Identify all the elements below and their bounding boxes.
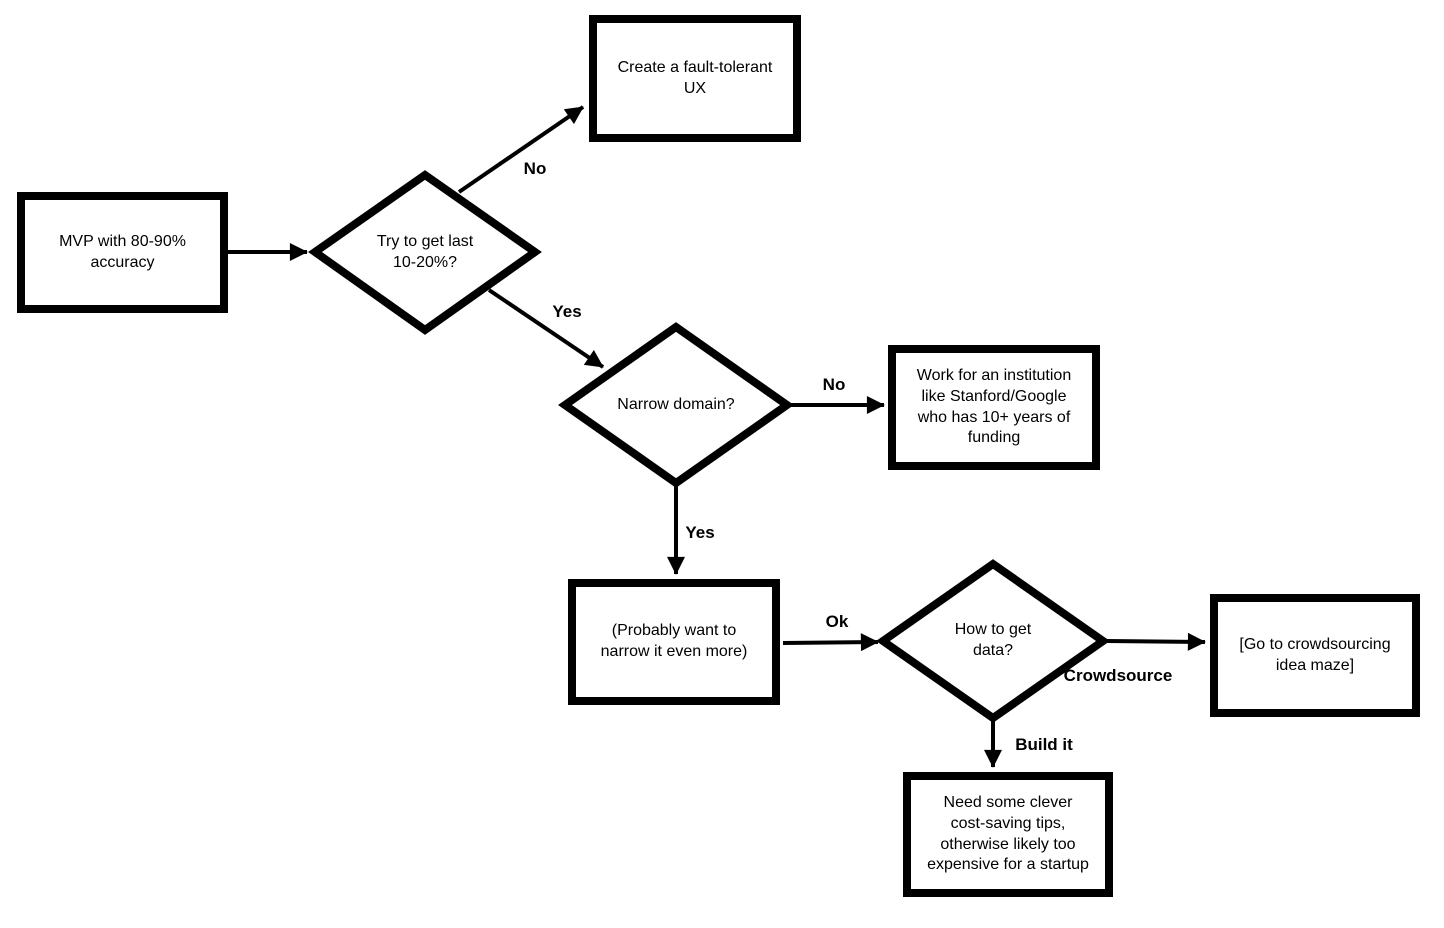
node-mvp-label: MVP with 80-90% accuracy: [59, 232, 186, 271]
edge-label-yes-narrow-more: Yes: [685, 523, 715, 542]
node-try-to-get-last-label: Try to get last 10-20%?: [376, 233, 474, 271]
node-narrow-domain-label: Narrow domain?: [617, 395, 735, 413]
node-fault-tolerant-ux-label: Create a fault-tolerant UX: [617, 58, 773, 97]
node-narrow-even-more: (Probably want to narrow it even more): [568, 579, 780, 705]
node-crowdsourcing-maze-label: [Go to crowdsourcing idea maze]: [1239, 635, 1391, 674]
node-how-to-get-data-label: How to get data?: [954, 621, 1032, 659]
decision-diamond-narrow-domain: [558, 322, 794, 488]
edge-label-yes-narrow-domain: Yes: [552, 302, 582, 321]
edge-label-build-it: Build it: [1015, 735, 1073, 754]
node-cost-saving-tips: Need some clever cost-saving tips, other…: [903, 772, 1113, 897]
decision-diamond-try-to-get-last: [308, 170, 542, 335]
decision-diamond-how-to-get-data: [876, 559, 1110, 723]
node-crowdsourcing-maze: [Go to crowdsourcing idea maze]: [1210, 594, 1420, 717]
node-cost-saving-tips-label: Need some clever cost-saving tips, other…: [927, 793, 1089, 874]
node-institution: Work for an institution like Stanford/Go…: [888, 345, 1100, 470]
node-mvp: MVP with 80-90% accuracy: [17, 192, 228, 313]
edge-label-ok: Ok: [825, 612, 849, 631]
edge-try-no-to-fault-tolerant: [457, 105, 585, 194]
node-narrow-even-more-label: (Probably want to narrow it even more): [600, 622, 748, 660]
edge-narrow-more-ok-to-how-data: [782, 633, 879, 652]
edge-how-data-crowdsource-to-maze: [1105, 632, 1206, 651]
edge-try-yes-to-narrow-domain: [487, 288, 605, 369]
node-fault-tolerant-ux: Create a fault-tolerant UX: [589, 15, 801, 142]
edge-label-no-institution: No: [822, 375, 846, 394]
node-institution-label: Work for an institution like Stanford/Go…: [916, 366, 1072, 447]
edge-label-no-fault-tolerant: No: [523, 159, 547, 178]
edge-label-crowdsource: Crowdsource: [1063, 666, 1173, 685]
